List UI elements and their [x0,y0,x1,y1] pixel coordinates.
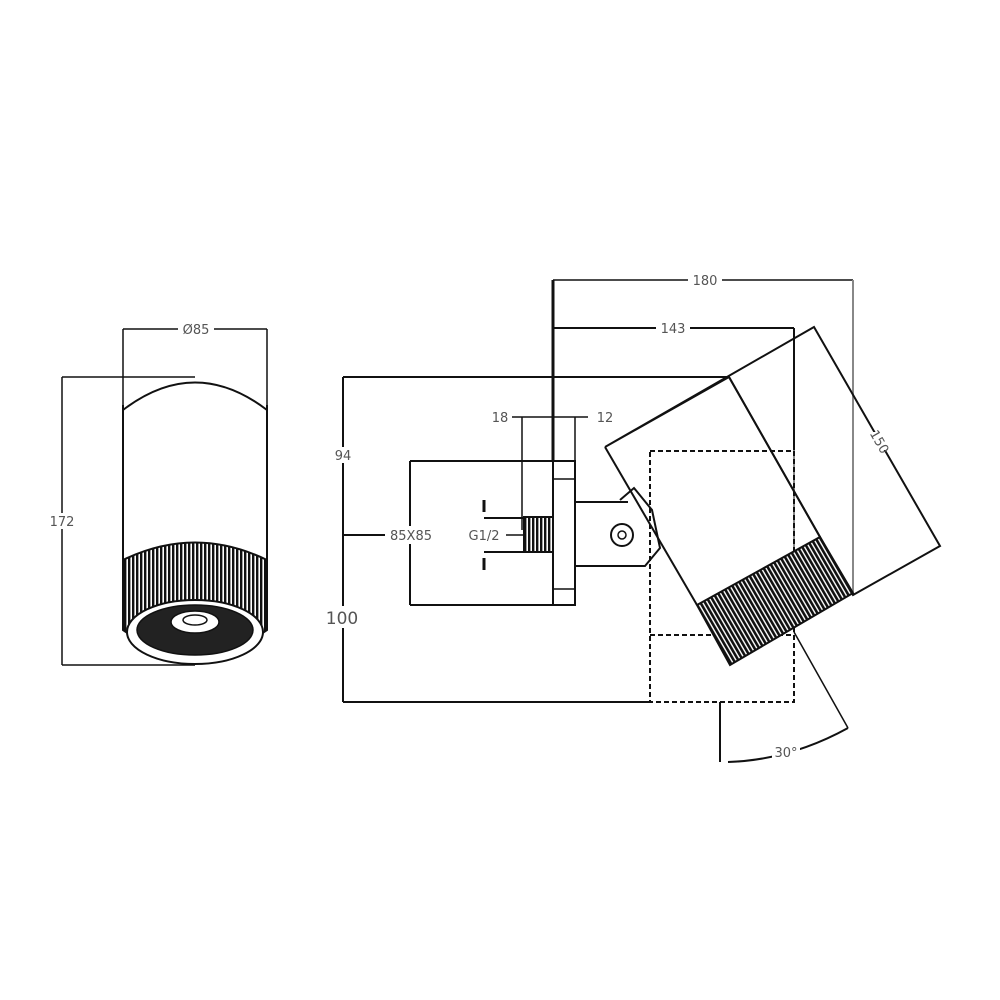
dim-94: 94 [335,449,352,464]
height-label: 172 [50,515,75,530]
dim-12: 12 [597,411,614,426]
side-view: 94 100 85X85 G1/2 18 [322,272,942,763]
tilt-angle-dimension: 30° [719,631,849,763]
dim-100: 100 [326,609,358,629]
diameter-dimension: Ø85 [122,320,268,545]
wall-plate: 85X85 [387,460,576,606]
dim-18: 18 [492,411,509,426]
dim-180: 180 [551,272,854,592]
thread-fitting: G1/2 [469,500,554,570]
outline-box: 94 100 [322,376,727,703]
swivel-arm [575,486,662,567]
pivot-screw [610,523,634,547]
dim-143: 143 [553,320,795,590]
dim-143-label: 143 [661,322,686,337]
diameter-label: Ø85 [183,323,210,338]
tilted-lamp: 150 [604,325,942,667]
front-view: Ø85 172 [45,320,268,666]
dim-plate: 85X85 [390,529,432,544]
height-dimension: 172 [45,376,195,666]
thread-label: G1/2 [469,529,500,544]
dim-18-12: 18 12 [492,411,614,530]
tilt-angle-label: 30° [774,746,797,761]
dim-180-label: 180 [693,274,718,289]
knurled-ring-tilted [695,535,855,667]
lamp-body-front [122,381,268,665]
